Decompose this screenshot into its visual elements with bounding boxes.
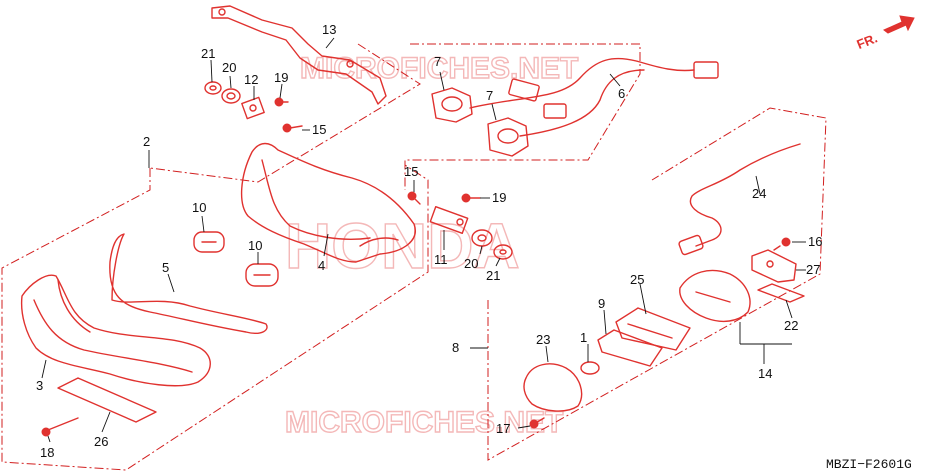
callout-11: 11: [434, 252, 448, 267]
callout-26: 26: [94, 434, 108, 449]
callout-8: 8: [452, 340, 459, 355]
forward-arrow-icon: [883, 15, 915, 34]
callout-2: 2: [143, 134, 150, 149]
callout-7b: 7: [486, 88, 493, 103]
part-15-bolt-mid: [407, 191, 421, 205]
callout-27: 27: [806, 262, 820, 277]
callout-20b: 20: [464, 256, 478, 271]
callout-23: 23: [536, 332, 550, 347]
part-19-screw-mid: [461, 193, 481, 203]
watermark-bottom: MICROFICHES.NET: [285, 406, 563, 439]
part-5-gasket: [109, 233, 268, 334]
callout-4: 4: [318, 258, 325, 273]
callout-15a: 15: [312, 122, 326, 137]
part-4-housing: [240, 142, 416, 263]
callout-22: 22: [784, 318, 798, 333]
part-15-bolt-top: [282, 123, 303, 133]
part-13-bracket: [211, 5, 387, 105]
part-18-screw: [41, 417, 79, 437]
callout-5: 5: [162, 260, 169, 275]
drawing-code: MBZI−F2601G: [826, 457, 912, 472]
part-11-clip: [429, 205, 469, 235]
part-20-collar-top: [221, 88, 241, 104]
direction-label: FR.: [854, 30, 879, 52]
callout-10b: 10: [248, 238, 262, 253]
part-17-screw: [529, 417, 545, 429]
part-10-bulb-a: [193, 231, 225, 253]
part-26-seal: [57, 377, 157, 423]
part-24-wire: [678, 143, 801, 256]
callout-19b: 19: [492, 190, 506, 205]
part-21-grommet-mid: [493, 244, 513, 260]
callout-19a: 19: [274, 70, 288, 85]
callout-12: 12: [244, 72, 258, 87]
direction-indicator: FR.: [854, 15, 915, 52]
part-10-bulb-b: [245, 263, 279, 287]
part-14-light-body: [679, 269, 751, 323]
callouts: 1 2 3 4 5 6 7 7 8 9 10 10 11 12 13 14 15…: [36, 22, 822, 460]
callout-6: 6: [618, 86, 625, 101]
part-21-grommet-top: [204, 81, 222, 95]
callout-21b: 21: [486, 268, 500, 283]
part-27-bracket: [751, 249, 797, 283]
part-23-lens: [523, 363, 583, 412]
leader-lines: [41, 37, 806, 443]
callout-15b: 15: [404, 164, 418, 179]
part-22-lens: [757, 283, 805, 303]
part-3-lens: [20, 274, 211, 387]
group-frames: [1, 43, 827, 471]
part-25-socket-plate: [615, 307, 691, 351]
part-12-nut-top: [241, 96, 265, 120]
part-16-bolt: [773, 237, 791, 251]
part-6-harness: [469, 57, 719, 137]
part-19-screw-top: [274, 97, 289, 107]
callout-13: 13: [322, 22, 336, 37]
callout-21a: 21: [201, 46, 215, 61]
callout-16: 16: [808, 234, 822, 249]
callout-25: 25: [630, 272, 644, 287]
part-7-socket-a: [431, 87, 473, 123]
callout-3: 3: [36, 378, 43, 393]
part-7-socket-b: [487, 117, 529, 157]
callout-10a: 10: [192, 200, 206, 215]
callout-24: 24: [752, 186, 766, 201]
callout-20a: 20: [222, 60, 236, 75]
callout-1: 1: [580, 330, 587, 345]
callout-7a: 7: [434, 54, 441, 69]
callout-14: 14: [758, 366, 772, 381]
callout-17: 17: [496, 421, 510, 436]
callout-9: 9: [598, 296, 605, 311]
part-1-bulb: [580, 361, 600, 375]
part-9-gasket: [597, 329, 663, 367]
callout-18: 18: [40, 445, 54, 460]
watermark-top: MICROFICHES.NET: [300, 52, 578, 85]
